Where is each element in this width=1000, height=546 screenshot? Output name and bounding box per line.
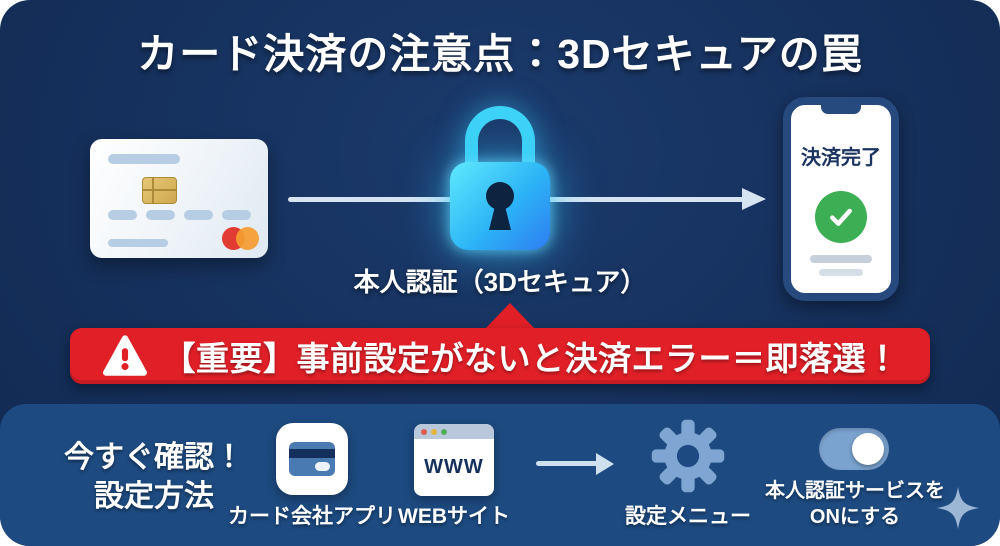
phone-notch <box>821 104 861 114</box>
phone-text-line <box>819 269 863 276</box>
app-card-signature <box>315 462 330 471</box>
toggle-label-line2: ONにする <box>809 506 901 528</box>
check-circle-icon <box>815 191 867 243</box>
warning-text: 【重要】事前設定がないと決済エラー＝即落選！ <box>162 340 900 377</box>
browser-dot-red <box>421 428 427 435</box>
lock-shackle <box>465 106 535 170</box>
browser-titlebar <box>414 424 494 439</box>
card-number-block <box>184 210 213 220</box>
toggle-label-line1: 本人認証サービスを <box>765 480 945 502</box>
flow-arrowhead-icon <box>742 188 766 210</box>
app-card-stripe <box>289 449 335 458</box>
gear-icon <box>651 419 725 493</box>
smartphone-icon: 決済完了 <box>783 97 899 301</box>
card-chip <box>142 177 177 204</box>
toggle-knob <box>852 433 884 465</box>
card-number-block <box>146 210 175 220</box>
card-name-stripe <box>108 154 180 164</box>
setup-heading-line2: 設定方法 <box>94 480 214 513</box>
lock-icon <box>450 162 550 250</box>
card-number-block <box>222 210 251 220</box>
browser-www-text: WWW <box>424 456 484 478</box>
credit-card-icon <box>90 139 268 258</box>
lock-label: 本人認証（3Dセキュア） <box>353 267 647 297</box>
setup-heading: 今すぐ確認！ 設定方法 <box>28 438 280 516</box>
warning-banner: 【重要】事前設定がないと決済エラー＝即落選！ <box>70 328 930 384</box>
setup-panel: 今すぐ確認！ 設定方法 カード会社アプリ WWW WEBサイト <box>0 404 1000 546</box>
page-title: カード決済の注意点：3Dセキュアの罠 <box>137 31 863 77</box>
step-label-settings: 設定メニュー <box>625 505 751 528</box>
setup-heading-line1: 今すぐ確認！ <box>64 441 244 474</box>
browser-dot-yellow <box>431 428 437 435</box>
warning-icon <box>102 335 147 376</box>
browser-dot-green <box>441 428 447 435</box>
step-arrow-line <box>536 461 598 466</box>
card-holder-stripe <box>108 239 168 247</box>
mastercard-logo <box>236 227 259 250</box>
payment-complete-text: 決済完了 <box>801 147 881 169</box>
toggle-switch <box>819 428 889 470</box>
keyhole <box>489 202 511 230</box>
phone-text-line <box>810 255 872 263</box>
step-label-card-app: カード会社アプリ <box>228 505 396 528</box>
app-card-graphic <box>289 442 335 476</box>
browser-icon: WWW <box>414 424 494 496</box>
banner-pointer <box>484 303 536 330</box>
card-app-icon <box>276 423 348 495</box>
step-label-toggle: 本人認証サービスを ONにする <box>765 478 945 530</box>
card-number-block <box>108 210 137 220</box>
step-label-website: WEBサイト <box>398 505 510 528</box>
sparkle-icon <box>936 486 980 530</box>
step-arrowhead-icon <box>596 452 614 475</box>
